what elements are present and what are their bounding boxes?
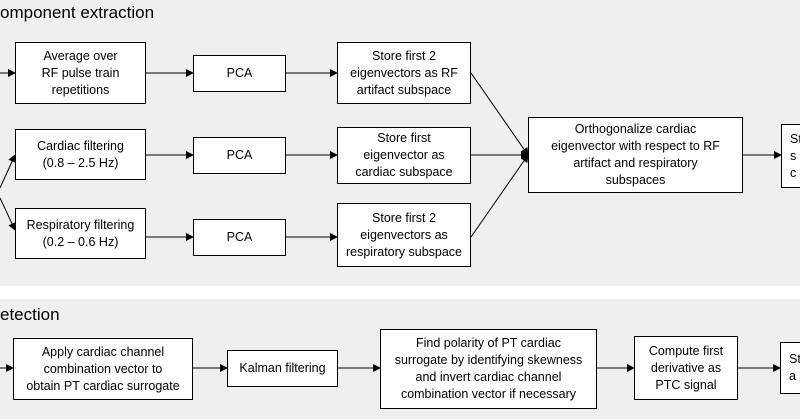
- pca-box-3: PCA: [193, 219, 286, 256]
- derivative-box: Compute first derivative as PTC signal: [634, 336, 738, 400]
- store-right-bottom-box: St a: [780, 342, 800, 394]
- cardiac-filter-box: Cardiac filtering (0.8 – 2.5 Hz): [15, 129, 146, 180]
- pca-box-2: PCA: [193, 137, 286, 174]
- find-polarity-box: Find polarity of PT cardiac surrogate by…: [380, 329, 597, 409]
- store-right-top-box: St s c: [781, 124, 800, 188]
- store-resp-box: Store first 2 eigenvectors as respirator…: [337, 203, 471, 267]
- kalman-box: Kalman filtering: [227, 350, 338, 387]
- orthogonalize-box: Orthogonalize cardiac eigenvector with r…: [528, 117, 743, 193]
- apply-vector-box: Apply cardiac channel combination vector…: [13, 338, 193, 400]
- store-cardiac-box: Store first eigenvector as cardiac subsp…: [337, 127, 471, 184]
- extraction-section-title: omponent extraction: [0, 3, 155, 22]
- detection-section-title: etection: [0, 305, 60, 324]
- average-box: Average over RF pulse train repetitions: [15, 42, 146, 104]
- store-rf-box: Store first 2 eigenvectors as RF artifac…: [337, 42, 471, 104]
- resp-filter-box: Respiratory filtering (0.2 – 0.6 Hz): [15, 208, 146, 259]
- pca-box-1: PCA: [193, 55, 286, 92]
